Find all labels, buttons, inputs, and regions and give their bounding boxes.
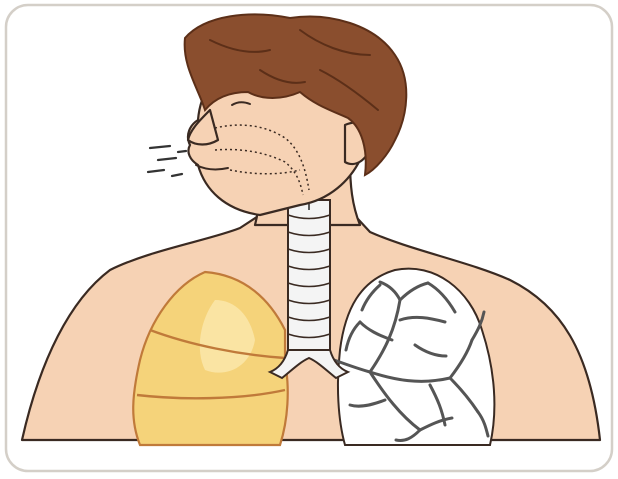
diagram-canvas xyxy=(0,0,618,479)
respiratory-diagram xyxy=(0,0,618,479)
